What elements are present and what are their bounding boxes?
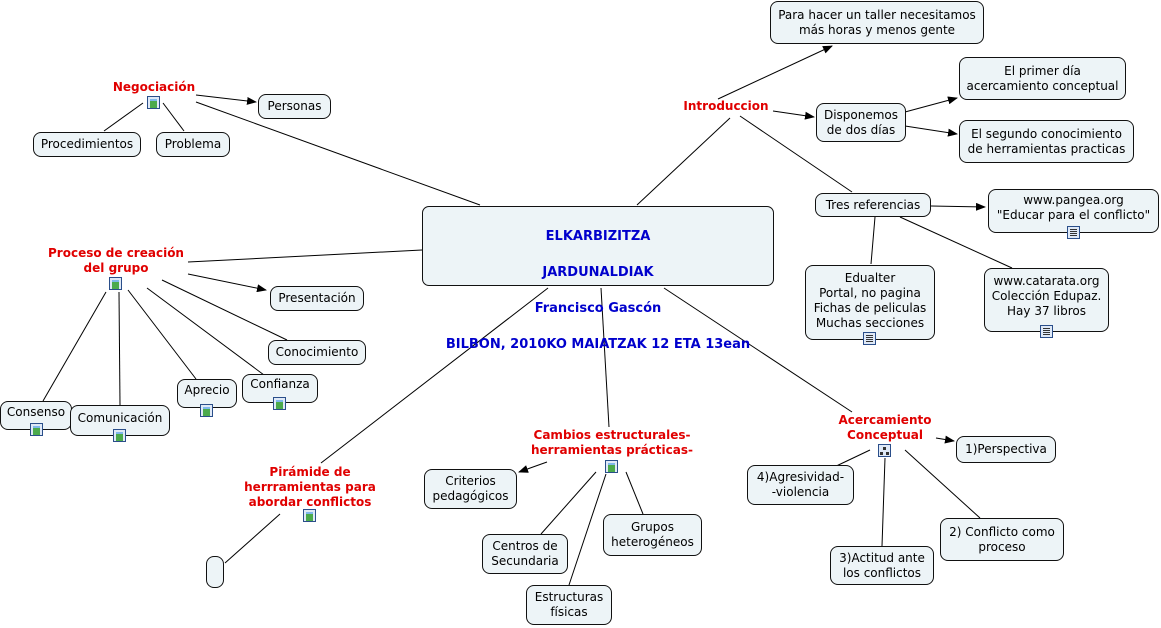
image-icon[interactable] xyxy=(113,429,126,442)
image-icon[interactable] xyxy=(30,423,43,436)
image-icon[interactable] xyxy=(200,404,213,417)
link-central-piramide xyxy=(320,287,549,464)
central-line-4: BILBON, 2010KO MAIATZAK 12 ETA 13ean xyxy=(445,337,751,352)
central-line-1: ELKARBIZITZA xyxy=(545,229,651,244)
node-actitud[interactable]: 3)Actitud ante los conflictos xyxy=(830,546,934,585)
link-tres-catarata xyxy=(899,216,1013,269)
confianza-text: Confianza xyxy=(250,377,310,391)
node-edualter[interactable]: Edualter Portal, no pagina Fichas de pel… xyxy=(805,265,935,340)
node-perspectiva[interactable]: 1)Perspectiva xyxy=(956,436,1056,463)
node-conocimiento[interactable]: Conocimiento xyxy=(268,340,366,365)
node-aprecio[interactable]: Aprecio xyxy=(177,379,237,408)
link-cambios-grupos xyxy=(625,471,644,515)
link-acercamiento-actitud xyxy=(881,457,886,547)
node-conflicto-proceso[interactable]: 2) Conflicto como proceso xyxy=(940,518,1064,561)
link-central-negociacion xyxy=(195,101,481,206)
arrow-introduccion-disponemos xyxy=(772,110,815,120)
link-piramide-empty xyxy=(224,513,281,564)
node-consenso[interactable]: Consenso xyxy=(0,401,72,430)
node-taller[interactable]: Para hacer un taller necesitamos más hor… xyxy=(770,1,984,44)
node-catarata[interactable]: www.catarata.org Colección Edupaz. Hay 3… xyxy=(984,268,1109,332)
link-negociacion-procedimientos xyxy=(103,102,144,132)
arrow-disponemos-segundo xyxy=(904,125,958,137)
consenso-text: Consenso xyxy=(6,405,66,419)
node-presentacion[interactable]: Presentación xyxy=(270,286,364,311)
node-tres-referencias[interactable]: Tres referencias xyxy=(815,193,931,217)
node-agresividad[interactable]: 4)Agresividad- -violencia xyxy=(747,465,854,505)
link-negociacion-problema xyxy=(162,102,185,132)
image-icon[interactable] xyxy=(147,96,160,109)
node-pangea[interactable]: www.pangea.org "Educar para el conflicto… xyxy=(988,189,1159,233)
arrow-proceso-presentacion xyxy=(187,273,267,293)
image-icon[interactable] xyxy=(303,509,316,522)
arrow-negociacion-personas xyxy=(195,94,257,105)
image-icon[interactable] xyxy=(109,277,122,290)
node-grupos[interactable]: Grupos heterogéneos xyxy=(603,514,702,556)
central-topic[interactable]: ELKARBIZITZA JARDUNALDIAK Francisco Gasc… xyxy=(422,206,774,352)
link-proceso-consenso xyxy=(42,291,107,402)
node-procedimientos[interactable]: Procedimientos xyxy=(33,132,141,157)
arrow-tres-pangea xyxy=(930,202,986,211)
link-proceso-conocimiento xyxy=(161,279,288,341)
label-cambios[interactable]: Cambios estructurales- herramientas prác… xyxy=(531,428,693,457)
node-primer-dia[interactable]: El primer día acercamiento conceptual xyxy=(959,57,1126,100)
link-cambios-centros xyxy=(540,471,597,535)
link-central-cambios xyxy=(600,287,610,428)
edualter-text: Edualter Portal, no pagina Fichas de pel… xyxy=(813,271,927,330)
node-estructuras[interactable]: Estructuras físicas xyxy=(526,585,612,625)
link-introduccion-tres xyxy=(739,115,853,193)
link-proceso-confianza xyxy=(146,287,265,376)
label-piramide[interactable]: Pirámide de herrramientas para abordar c… xyxy=(244,465,376,509)
document-icon[interactable] xyxy=(1040,325,1053,338)
link-proceso-comunicacion xyxy=(118,291,121,406)
link-tres-edualter xyxy=(870,216,876,265)
label-proceso[interactable]: Proceso de creación del grupo xyxy=(48,246,184,275)
node-empty[interactable] xyxy=(206,556,224,588)
link-cambios-estructuras xyxy=(568,473,607,586)
link-central-acercamiento xyxy=(663,287,853,413)
document-icon[interactable] xyxy=(1067,226,1080,239)
aprecio-text: Aprecio xyxy=(184,383,230,397)
link-proceso-aprecio xyxy=(127,289,197,380)
pangea-text: www.pangea.org "Educar para el conflicto… xyxy=(996,193,1151,222)
label-introduccion[interactable]: Introduccion xyxy=(683,99,769,113)
arrow-cambios-criterios xyxy=(518,461,548,473)
catarata-text: www.catarata.org Colección Edupaz. Hay 3… xyxy=(991,274,1102,318)
concept-map-icon[interactable] xyxy=(878,444,891,457)
arrow-acercamiento-perspectiva xyxy=(935,435,955,444)
link-central-proceso xyxy=(187,249,423,263)
link-acercamiento-conflicto xyxy=(904,449,981,519)
node-criterios[interactable]: Criterios pedagógicos xyxy=(424,469,517,509)
comunicacion-text: Comunicación xyxy=(77,411,163,425)
node-personas[interactable]: Personas xyxy=(258,94,331,119)
arrow-disponemos-primer xyxy=(904,96,958,113)
arrow-introduccion-taller xyxy=(717,45,833,100)
central-line-3: Francisco Gascón xyxy=(534,301,662,316)
node-disponemos[interactable]: Disponemos de dos días xyxy=(816,103,906,142)
image-icon[interactable] xyxy=(605,460,618,473)
label-negociacion[interactable]: Negociación xyxy=(112,80,196,94)
node-centros[interactable]: Centros de Secundaria xyxy=(482,534,568,574)
link-central-introduccion xyxy=(636,117,731,206)
node-problema[interactable]: Problema xyxy=(156,132,230,157)
image-icon[interactable] xyxy=(273,397,286,410)
document-icon[interactable] xyxy=(863,332,876,345)
central-line-2: JARDUNALDIAK xyxy=(542,265,654,280)
label-acercamiento[interactable]: Acercamiento Conceptual xyxy=(838,413,932,442)
node-segundo[interactable]: El segundo conocimiento de herramientas … xyxy=(959,120,1134,163)
